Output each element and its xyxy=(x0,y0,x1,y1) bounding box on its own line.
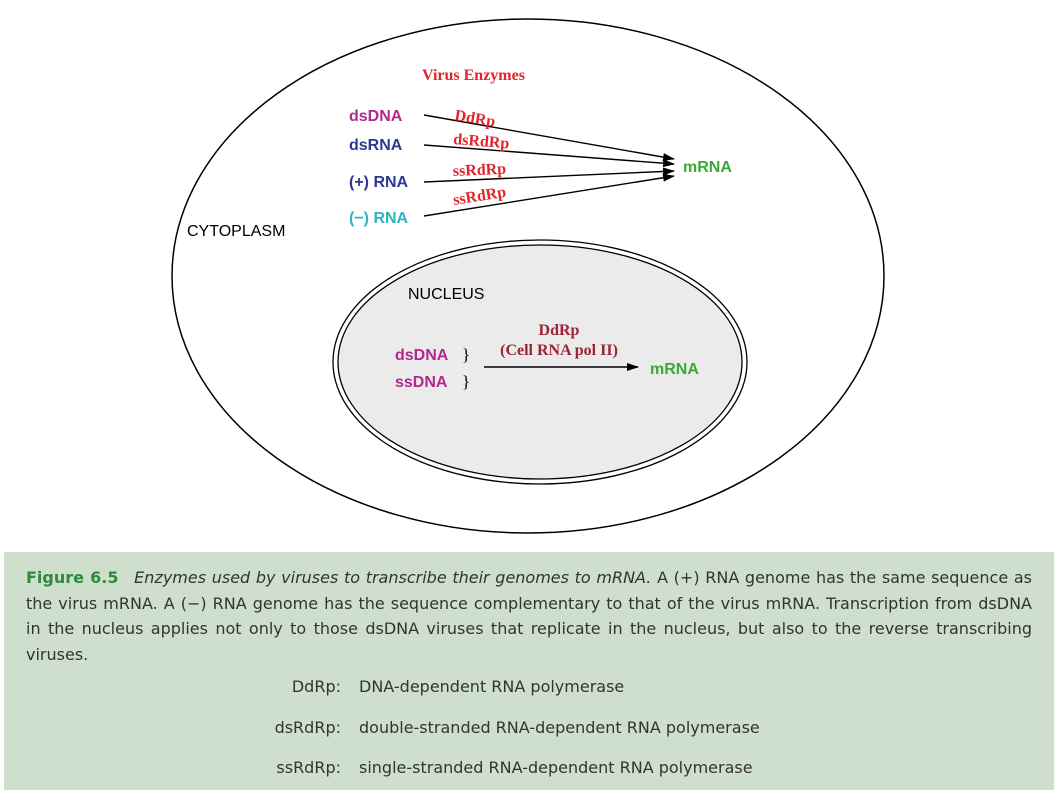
glossary-definition: single-stranded RNA-dependent RNA polyme… xyxy=(359,758,753,777)
glossary-term: DdRp: xyxy=(291,677,341,696)
nucleus-mrna-label: mRNA xyxy=(650,361,699,378)
genome-label-minus-rna: (−) RNA xyxy=(349,210,409,227)
arrow-dsrna xyxy=(423,144,675,168)
enzyme-label-ddrp: DdRp xyxy=(453,107,496,131)
glossary-row: dsRdRp: double-stranded RNA-dependent RN… xyxy=(26,715,1032,756)
arrow-minus-rna xyxy=(423,173,675,217)
enzyme-label-dsrdrp: dsRdRp xyxy=(453,131,510,152)
caption-title: Enzymes used by viruses to transcribe th… xyxy=(134,568,652,587)
genome-label-dsrna: dsRNA xyxy=(349,137,403,154)
nucleus-enzyme-note: (Cell RNA pol II) xyxy=(500,342,618,359)
cytoplasm-label: CYTOPLASM xyxy=(187,223,285,240)
brace-dsdna: } xyxy=(462,345,470,364)
figure-number: Figure 6.5 xyxy=(26,568,119,587)
nucleus-genome-label-dsdna: dsDNA xyxy=(395,347,449,364)
enzyme-label-ssrdrp-plus: ssRdRp xyxy=(452,161,506,180)
nucleus-label: NUCLEUS xyxy=(408,286,484,303)
nucleus-genome-label-ssdna: ssDNA xyxy=(395,374,448,391)
arrow-plus-rna xyxy=(423,167,675,183)
glossary-definition: double-stranded RNA-dependent RNA polyme… xyxy=(359,717,760,737)
caption-body: A (+) RNA genome has the same sequence a… xyxy=(26,568,1032,664)
brace-ssdna: } xyxy=(462,372,470,391)
glossary-definition: DNA-dependent RNA polymerase xyxy=(359,677,625,696)
glossary-row: DdRp: DNA-dependent RNA polymerase xyxy=(26,674,1032,715)
genome-label-dsdna: dsDNA xyxy=(349,108,403,125)
genome-label-plus-rna: (+) RNA xyxy=(349,174,409,191)
glossary-term: dsRdRp: xyxy=(274,717,341,737)
cytoplasm-mrna-label: mRNA xyxy=(683,159,732,176)
caption-paragraph: Figure 6.5 Enzymes used by viruses to tr… xyxy=(26,565,1032,667)
virus-transcription-diagram: CYTOPLASM NUCLEUS Virus Enzymes dsDNA ds… xyxy=(171,18,885,534)
arrow-dsdna xyxy=(423,114,675,162)
figure-caption: Figure 6.5 Enzymes used by viruses to tr… xyxy=(4,552,1054,790)
nucleus-enzyme-label: DdRp xyxy=(539,322,580,339)
virus-enzymes-title: Virus Enzymes xyxy=(422,67,525,84)
glossary-row: ssRdRp: single-stranded RNA-dependent RN… xyxy=(26,755,1032,796)
abbreviation-glossary: DdRp: DNA-dependent RNA polymerase dsRdR… xyxy=(26,674,1032,796)
nuclear-envelope-inner xyxy=(337,244,743,480)
glossary-term: ssRdRp: xyxy=(276,758,341,777)
